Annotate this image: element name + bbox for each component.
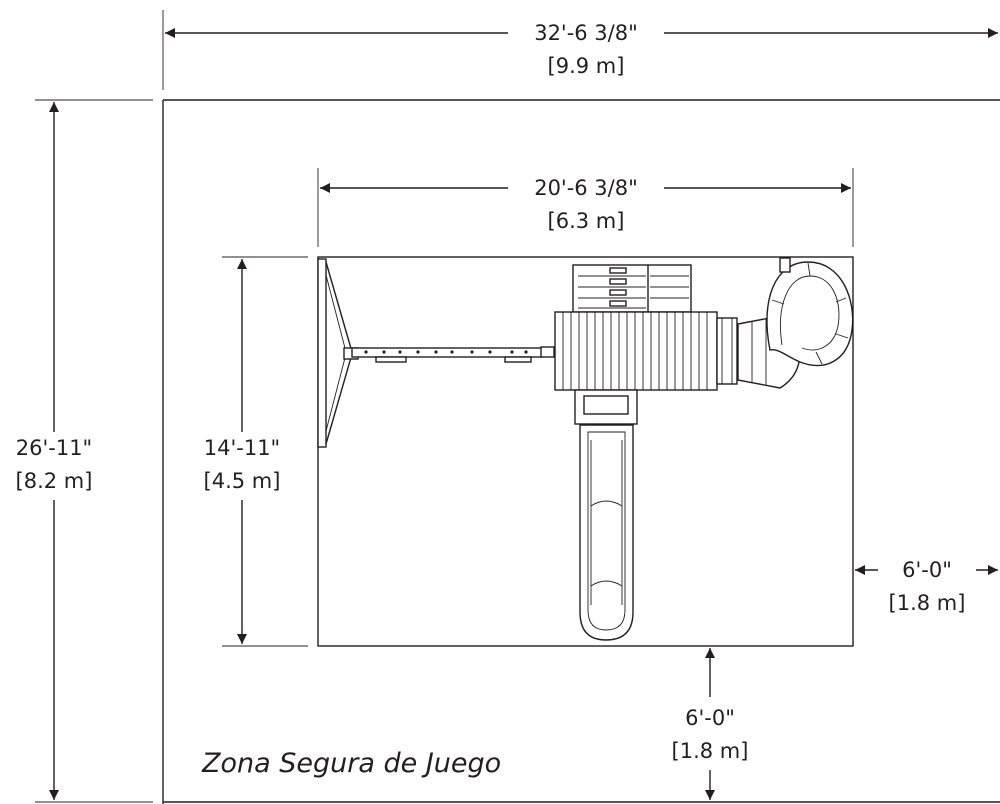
overall-width-imperial: 32'-6 3/8" [534, 21, 638, 45]
structure-width-dimension: 20'-6 3/8" [6.3 m] [320, 176, 851, 233]
structure-width-imperial: 20'-6 3/8" [534, 176, 638, 200]
safe-zone-boundary [162, 99, 1000, 804]
swing-a-frame [317, 258, 359, 448]
straight-slide [574, 389, 638, 641]
overall-width-metric: [9.9 m] [548, 54, 625, 78]
front-clearance-imperial: 6'-0" [685, 706, 735, 730]
overall-depth-dimension: 26'-11" [8.2 m] [16, 102, 93, 800]
structure-footprint [317, 256, 854, 647]
zone-label: Zona Segura de Juego [201, 748, 501, 779]
overall-depth-imperial: 26'-11" [16, 436, 92, 460]
side-clearance-metric: [1.8 m] [889, 591, 966, 615]
swing-beam [351, 346, 555, 363]
play-deck [554, 311, 738, 391]
extension-lines [35, 10, 854, 803]
overall-width-dimension: 32'-6 3/8" [9.9 m] [165, 21, 998, 78]
playset-top-view [317, 257, 854, 641]
structure-depth-metric: [4.5 m] [204, 469, 281, 493]
spiral-slide [737, 257, 854, 389]
side-clearance-imperial: 6'-0" [902, 558, 952, 582]
structure-depth-imperial: 14'-11" [204, 436, 280, 460]
front-clearance-dimension: 6'-0" [1.8 m] [672, 648, 749, 800]
overall-depth-metric: [8.2 m] [16, 469, 93, 493]
structure-depth-dimension: 14'-11" [4.5 m] [204, 259, 281, 644]
structure-width-metric: [6.3 m] [548, 209, 625, 233]
climbing-ladder [572, 264, 692, 313]
side-clearance-dimension: 6'-0" [1.8 m] [855, 558, 998, 615]
front-clearance-metric: [1.8 m] [672, 739, 749, 763]
